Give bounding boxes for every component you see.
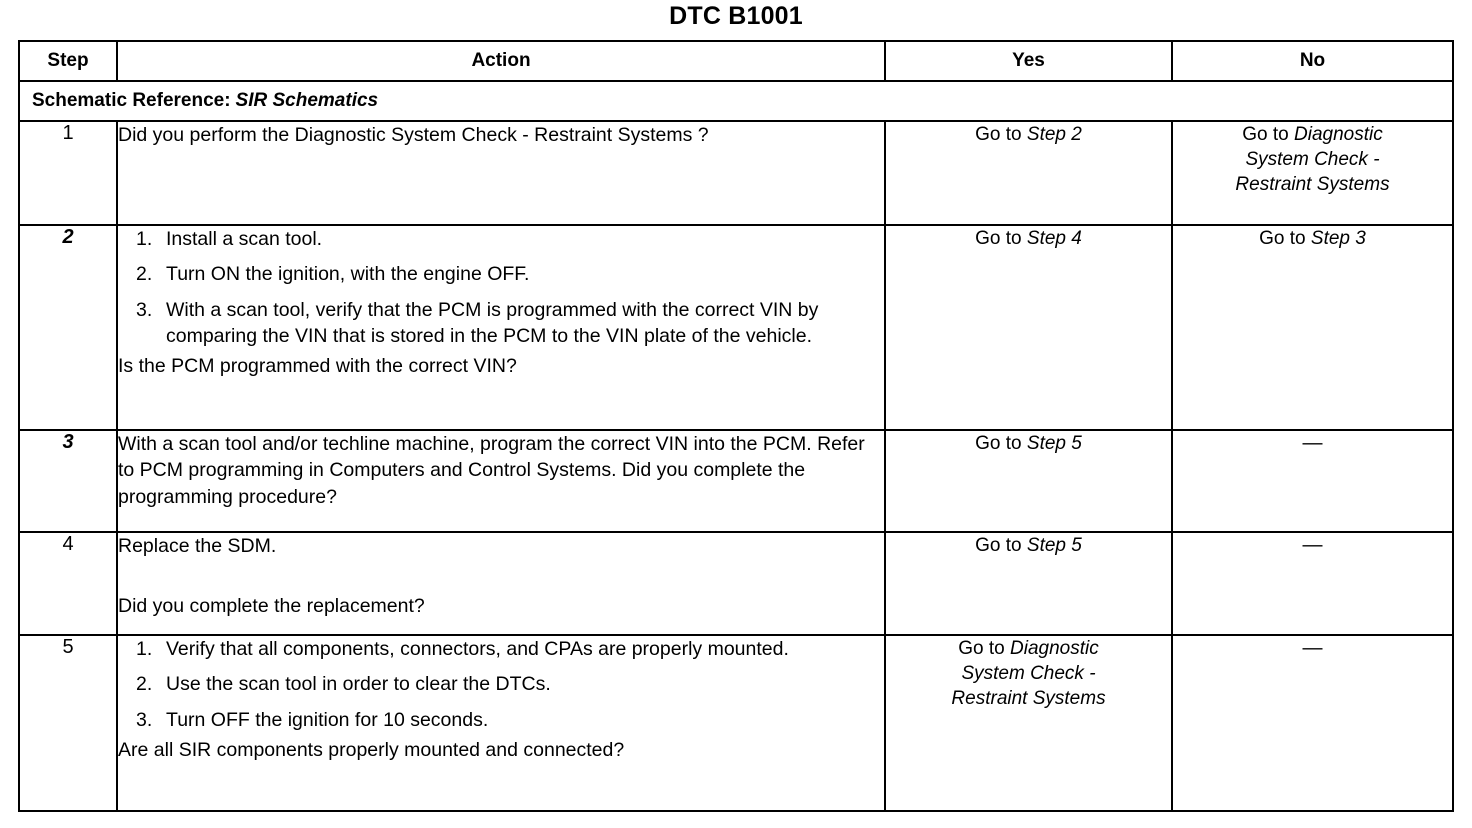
yes-answer: Go to Step 2 <box>884 120 1173 226</box>
yes-prefix: Go to <box>958 638 1011 659</box>
table-row: 1 Did you perform the Diagnostic System … <box>18 120 1454 226</box>
list-item-number: 3. <box>136 298 153 321</box>
list-item-number: 1. <box>136 228 153 250</box>
no-answer: — <box>1171 531 1454 636</box>
list-item-number: 1. <box>136 638 153 660</box>
no-prefix: Go to <box>1259 228 1311 249</box>
list-item-text: Turn ON the ignition, with the engine OF… <box>166 263 530 286</box>
list-item: 2. Use the scan tool in order to clear th… <box>118 671 884 697</box>
yes-answer: Go to Diagnostic System Check - Restrain… <box>884 634 1173 812</box>
no-answer: — <box>1171 634 1454 812</box>
list-item: 3. With a scan tool, verify that the PCM … <box>118 297 884 350</box>
no-answer: Go to Step 3 <box>1171 224 1454 431</box>
schematic-reference-cell: Schematic Reference:SIR Schematics <box>18 80 1454 122</box>
schematic-reference-label: Schematic Reference: <box>32 90 231 111</box>
em-dash-icon: — <box>1302 637 1323 659</box>
em-dash-icon: — <box>1302 534 1323 556</box>
em-dash-icon: — <box>1302 432 1323 454</box>
no-answer: Go to Diagnostic System Check - Restrain… <box>1171 120 1454 226</box>
column-header-step: Step <box>18 40 118 82</box>
list-item-text: Use the scan tool in order to clear the … <box>166 673 551 696</box>
no-target: Step 3 <box>1310 228 1366 249</box>
no-prefix: Go to <box>1242 124 1295 145</box>
yes-target: Step 5 <box>1026 535 1082 556</box>
list-item-text: Install a scan tool. <box>166 228 323 250</box>
schematic-reference-row: Schematic Reference:SIR Schematics <box>18 80 1454 122</box>
step-action: Did you perform the Diagnostic System Ch… <box>116 120 886 226</box>
list-item-number: 3. <box>136 708 153 731</box>
yes-target-line2: System Check - <box>961 663 1096 685</box>
no-target-line2: System Check - <box>1245 149 1380 171</box>
action-item-list: 1. Install a scan tool. 2. Turn ON the ign… <box>118 226 884 349</box>
list-item: 2. Turn ON the ignition, with the engine … <box>118 261 884 287</box>
column-header-yes: Yes <box>884 40 1173 82</box>
step-action: 1. Install a scan tool. 2. Turn ON the ign… <box>116 224 886 431</box>
yes-prefix: Go to <box>975 228 1027 249</box>
table-header-row: Step Action Yes No <box>18 40 1454 82</box>
list-item-text: Turn OFF the ignition for 10 seconds. <box>166 708 489 731</box>
action-lead-text: Replace the SDM. <box>118 535 277 557</box>
no-answer: — <box>1171 429 1454 533</box>
yes-prefix: Go to <box>975 433 1027 454</box>
column-header-no: No <box>1171 40 1454 82</box>
step-number: 2 <box>18 224 118 431</box>
step-action: With a scan tool and/or techline machine… <box>116 429 886 533</box>
action-question: Are all SIR components properly mounted … <box>118 738 625 761</box>
list-item-number: 2. <box>136 673 153 696</box>
no-target-line1: Diagnostic <box>1294 124 1383 145</box>
table-row: 5 1. Verify that all components, connecto… <box>18 634 1454 812</box>
yes-target-line1: Diagnostic <box>1010 638 1099 659</box>
table-row: 4 Replace the SDM. Did you complete the … <box>18 531 1454 636</box>
yes-target: Step 2 <box>1026 124 1082 145</box>
page-title: DTC B1001 <box>669 2 803 30</box>
no-target-line3: Restraint Systems <box>1235 174 1390 196</box>
column-header-action: Action <box>116 40 886 82</box>
step-number: 3 <box>18 429 118 533</box>
yes-target: Step 5 <box>1026 433 1082 454</box>
action-question: Did you complete the replacement? <box>118 595 425 618</box>
spacer <box>118 561 884 591</box>
yes-prefix: Go to <box>975 535 1027 556</box>
yes-answer: Go to Step 4 <box>884 224 1173 431</box>
table-row: 2 1. Install a scan tool. 2. Turn ON the i… <box>18 224 1454 431</box>
list-item-text: Verify that all components, connectors, … <box>166 638 789 660</box>
step-action: 1. Verify that all components, connectors… <box>116 634 886 812</box>
diagnostic-table: Step Action Yes No Schematic Reference:S… <box>18 40 1454 812</box>
list-item-number: 2. <box>136 263 153 286</box>
step-action: Replace the SDM. Did you complete the re… <box>116 531 886 636</box>
schematic-reference-value: SIR Schematics <box>235 90 379 111</box>
yes-prefix: Go to <box>975 124 1027 145</box>
list-item-text: With a scan tool, verify that the PCM is… <box>166 298 819 347</box>
action-question: Is the PCM programmed with the correct V… <box>118 355 517 378</box>
action-lead-text: With a scan tool and/or techline machine… <box>118 433 865 508</box>
action-lead-text: Did you perform the Diagnostic System Ch… <box>118 124 709 146</box>
yes-answer: Go to Step 5 <box>884 531 1173 636</box>
yes-target: Step 4 <box>1026 228 1082 249</box>
step-number: 5 <box>18 634 118 812</box>
step-number: 4 <box>18 531 118 636</box>
table-row: 3 With a scan tool and/or techline machi… <box>18 429 1454 533</box>
list-item: 1. Install a scan tool. <box>118 226 884 252</box>
list-item: 3. Turn OFF the ignition for 10 seconds. <box>118 707 884 733</box>
yes-answer: Go to Step 5 <box>884 429 1173 533</box>
action-item-list: 1. Verify that all components, connectors… <box>118 636 884 733</box>
yes-target-line3: Restraint Systems <box>951 688 1106 710</box>
list-item: 1. Verify that all components, connectors… <box>118 636 884 662</box>
step-number: 1 <box>18 120 118 226</box>
